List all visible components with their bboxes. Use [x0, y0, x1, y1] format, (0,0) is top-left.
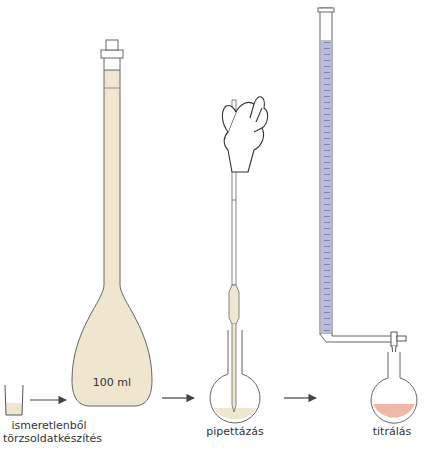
beaker	[5, 385, 23, 415]
step-arrow	[30, 399, 66, 400]
step-arrow	[284, 397, 316, 398]
titration-flask	[371, 352, 417, 423]
hand	[222, 97, 267, 172]
volumetric-flask	[72, 40, 152, 406]
step-arrow	[162, 397, 194, 398]
step-caption: titrálás	[359, 425, 425, 438]
burette	[318, 8, 406, 374]
volume-label: 100 ml	[82, 376, 142, 389]
step-caption: ismeretlenből törzsoldatkészítés	[3, 419, 95, 445]
step-caption: pipettázás	[190, 425, 280, 438]
